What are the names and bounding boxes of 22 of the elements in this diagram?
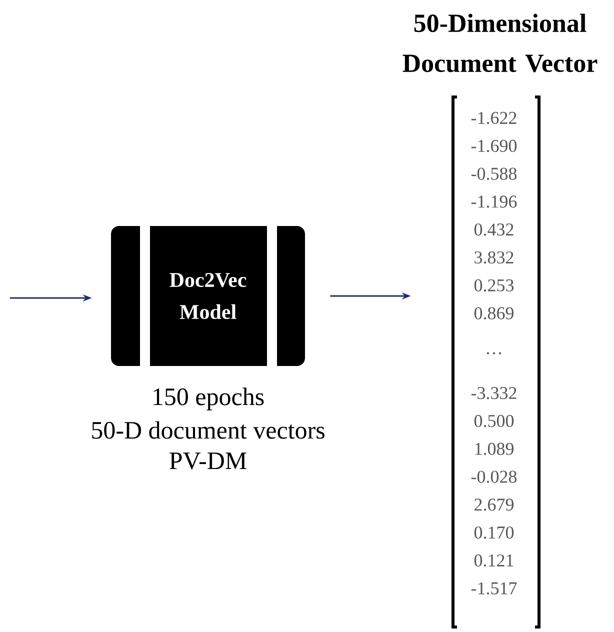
vector-value: -1.690 — [471, 140, 517, 152]
vector-value: -3.332 — [471, 387, 516, 400]
title: 50-Dimensional Document Vector — [402, 14, 598, 72]
model-box: Doc2Vec Model — [111, 226, 305, 366]
vector-value: 0.432 — [474, 224, 514, 236]
vector-value: 0.253 — [474, 279, 514, 292]
vector-value: -1.622 — [471, 112, 516, 124]
caption-line: 50-D document vectors — [92, 421, 324, 439]
vector-value: 0.121 — [474, 554, 514, 567]
vector-value: -1.517 — [471, 582, 517, 594]
vector-value: -0.588 — [471, 168, 517, 180]
vector-value: -1.196 — [471, 196, 517, 208]
vector-value: 3.832 — [474, 251, 514, 264]
vector-value: 0.869 — [474, 307, 514, 320]
vector-value: -0.028 — [471, 470, 517, 483]
vector-value: 2.679 — [474, 498, 514, 511]
ellipsis: … — [486, 352, 502, 354]
caption-line: PV-DM — [170, 452, 246, 470]
caption-line: 150 epochs — [154, 388, 264, 410]
vector-value: 0.170 — [474, 526, 514, 539]
vector-value: 0.500 — [474, 414, 514, 428]
vector-value: 1.089 — [475, 442, 514, 456]
